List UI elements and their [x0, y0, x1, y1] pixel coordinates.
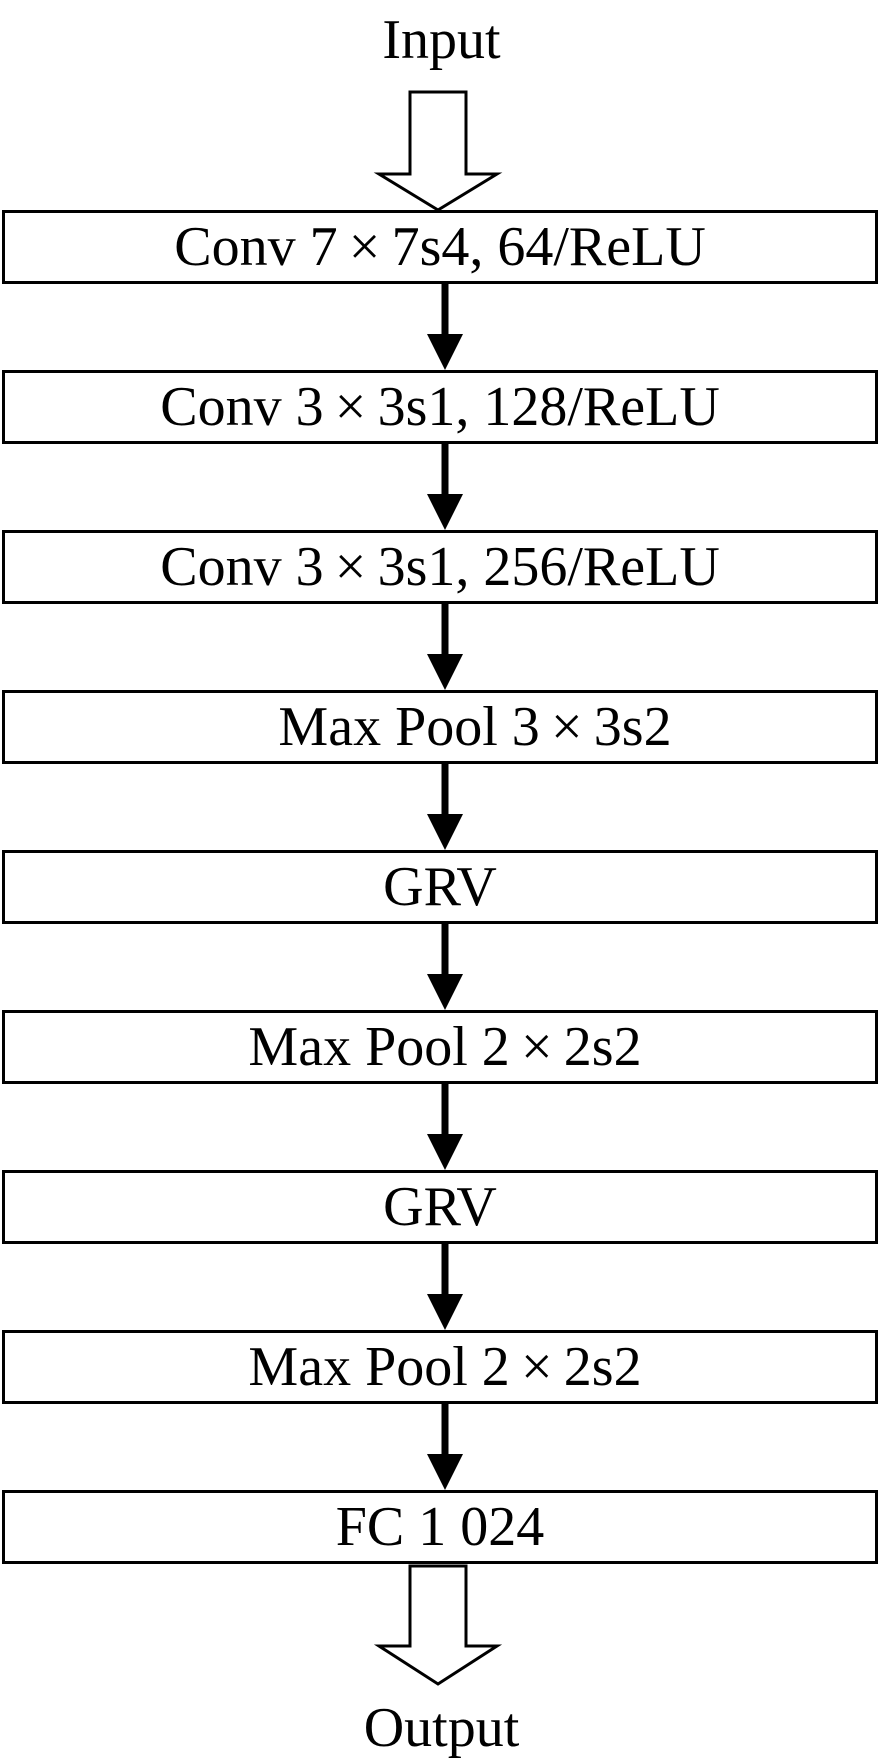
- connector-arrow-head: [427, 1454, 463, 1490]
- solid-arrows: [427, 284, 463, 1490]
- layer-box-conv3x3-128: Conv 3 × 3s1, 128/ReLU: [2, 370, 878, 444]
- connector-arrow-head: [427, 974, 463, 1010]
- connector-arrow-head: [427, 814, 463, 850]
- layer-box-grv-1: GRV: [2, 850, 878, 924]
- layer-box-maxpool2x2-1: Max Pool 2 × 2s2: [2, 1010, 878, 1084]
- input-label: Input: [382, 9, 501, 71]
- layer-label: Max Pool 2 × 2s2: [248, 1336, 642, 1398]
- layer-box-conv3x3-256: Conv 3 × 3s1, 256/ReLU: [2, 530, 878, 604]
- layer-label: Conv 7 × 7s4, 64/ReLU: [174, 216, 706, 278]
- layer-box-maxpool2x2-2: Max Pool 2 × 2s2: [2, 1330, 878, 1404]
- output-label: Output: [363, 1697, 520, 1759]
- connector-arrow-head: [427, 1134, 463, 1170]
- connector-arrow-head: [427, 494, 463, 530]
- layer-box-fc1024: FC 1 024: [2, 1490, 878, 1564]
- layer-label: GRV: [383, 1176, 497, 1238]
- layer-box-maxpool3x3: Max Pool 3 × 3s2: [2, 690, 878, 764]
- layer-label: Max Pool 3 × 3s2: [278, 696, 672, 758]
- layer-box-grv-2: GRV: [2, 1170, 878, 1244]
- connector-arrow-head: [427, 1294, 463, 1330]
- layer-label: Conv 3 × 3s1, 128/ReLU: [160, 376, 720, 438]
- layer-label: GRV: [383, 856, 497, 918]
- layer-label: FC 1 024: [335, 1496, 545, 1558]
- layer-label: Conv 3 × 3s1, 256/ReLU: [160, 536, 720, 598]
- connector-arrow-head: [427, 334, 463, 370]
- connector-arrow-head: [427, 654, 463, 690]
- layer-label: Max Pool 2 × 2s2: [248, 1016, 642, 1078]
- input-hollow-arrow: [373, 90, 503, 212]
- output-hollow-arrow: [373, 1564, 503, 1686]
- layer-box-conv7x7: Conv 7 × 7s4, 64/ReLU: [2, 210, 878, 284]
